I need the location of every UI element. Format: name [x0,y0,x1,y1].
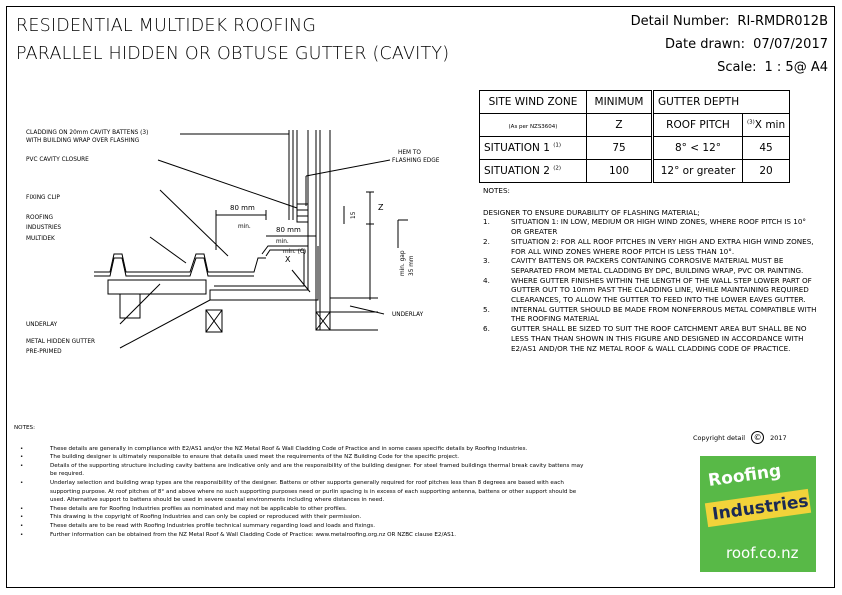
dim-15: 15 [351,211,357,219]
label-pre-primed: PRE-PRIMED [26,349,62,355]
copyright-year: 2017 [770,434,787,442]
copyright-line: Copyright detail © 2017 [693,431,787,444]
purlin [205,309,223,333]
purlin [119,293,141,319]
hidden-gutter [209,245,319,301]
design-notes-title: NOTES: [483,186,510,195]
date-drawn-label: Date drawn: [665,37,746,52]
detail-number: Detail Number: RI-RMDR012B [631,14,828,29]
date-drawn: Date drawn: 07/07/2017 [665,37,828,52]
list-item: •These details are generally in complian… [20,445,528,452]
col-header-gutter-depth: GUTTER DEPTH [652,90,791,114]
list-item: 2.SITUATION 2: FOR ALL ROOF PITCHES IN V… [483,236,814,256]
list-item: 6.GUTTER SHALL BE SIZED TO SUIT THE ROOF… [483,324,807,353]
roofing-industries-logo: Roofing Industries roof.co.nz [700,456,816,572]
label-hem: HEM TO [398,150,421,156]
purlin [107,279,207,295]
wall-cladding [288,130,378,331]
drawing-frame [6,6,835,588]
col-sub-standard: (As per NZS3604) [479,113,587,137]
drawing-scale: Scale: 1 : 5@ A4 [717,60,828,75]
scale-label: Scale: [717,60,757,75]
table-row: SITUATION 2 (2) 100 12° or greater 20 [479,159,791,183]
dim-80mm-top: 80 mm [230,204,255,212]
design-notes: NOTES: DESIGNER TO ENSURE DURABILITY OF … [483,186,818,353]
list-item: •Details of the supporting structure inc… [20,462,584,478]
detail-number-label: Detail Number: [630,14,730,29]
list-item: 1.SITUATION 1: IN LOW, MEDIUM OR HIGH WI… [483,217,807,237]
label-fixing-clip: FIXING CLIP [26,195,60,201]
copyright-icon: © [751,431,765,444]
dim-80mm-lower: 80 mm [276,226,301,234]
multidek-roofing [94,253,266,273]
list-item: •Further information can be obtained fro… [20,531,457,538]
dim-35mm: 35 mm [409,255,415,276]
col-header-wind-zone: SITE WIND ZONE [479,90,587,114]
label-cladding: CLADDING ON 20mm CAVITY BATTENS (3) [26,130,148,136]
col-sub-x-min: (3)X min [741,113,791,137]
label-industries: INDUSTRIES [26,225,61,231]
dim-z: Z [378,203,384,212]
scale-value: 1 : 5@ A4 [764,60,828,75]
general-notes: NOTES: •These details are generally in c… [14,424,584,539]
drawing-title: RESIDENTIAL MULTIDEK ROOFING [16,16,317,36]
label-underlay-left: UNDERLAY [26,322,58,328]
label-roofing: ROOFING [26,215,54,221]
list-item: 3.CAVITY BATTENS OR PACKERS CONTAINING C… [483,256,804,275]
list-item: •The building designer is ultimately res… [20,454,460,461]
label-metal-gutter: METAL HIDDEN GUTTER [26,339,95,345]
list-item: •This drawing is the copyright of Roofin… [20,514,362,521]
dim-x: X [285,255,291,264]
list-item: •These details are for Roofing Industrie… [20,505,347,512]
dim-min-gap: min. gap [400,250,406,276]
label-flashing-edge: FLASHING EDGE [392,158,440,164]
label-multidek: MULTIDEK [26,236,55,242]
purlin [315,311,331,331]
date-drawn-value: 07/07/2017 [753,37,828,52]
list-item: 4.WHERE GUTTER FINISHES WITHIN THE LENGT… [483,275,812,305]
list-item: •Underlay selection and building wrap ty… [20,479,577,504]
table-row: SITUATION 1 (1) 75 8° < 12° 45 [479,136,791,160]
list-item: •These details are to be read with Roofi… [20,522,375,529]
label-pvc-closure: PVC CAVITY CLOSURE [26,157,89,163]
dim-min-c: min. (C) [283,249,306,255]
label-underlay-right: UNDERLAY [392,312,424,318]
dim-min-top: min. [238,224,251,230]
label-building-wrap: WITH BUILDING WRAP OVER FLASHING [26,138,140,144]
pvc-closure [296,203,309,223]
list-item: 5.INTERNAL GUTTER SHOULD BE MADE FROM NO… [483,304,817,324]
copyright-label: Copyright detail [693,434,746,442]
logo-url: roof.co.nz [726,544,799,562]
drawing-subtitle: PARALLEL HIDDEN OR OBTUSE GUTTER (CAVITY… [16,44,450,64]
gutter-depth-table: SITE WIND ZONE MINIMUM GUTTER DEPTH (As … [479,90,791,183]
detail-number-value: RI-RMDR012B [737,14,828,29]
dim-min-lower: min. [276,239,289,245]
general-notes-title: NOTES: [14,425,35,431]
design-notes-intro: DESIGNER TO ENSURE DURABILITY OF FLASHIN… [483,207,700,217]
